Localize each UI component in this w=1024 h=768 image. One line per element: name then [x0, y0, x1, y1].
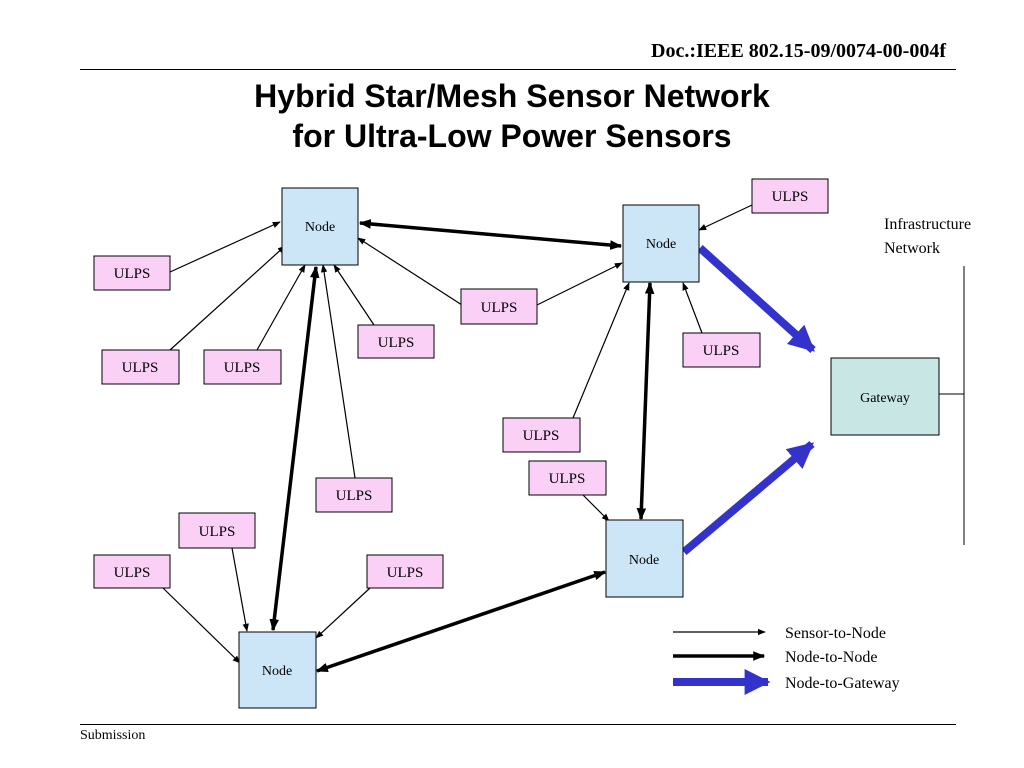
ulps-sensor: ULPS: [93, 255, 171, 291]
ulps-label: ULPS: [481, 300, 518, 316]
sensor-link: [536, 262, 623, 306]
title-line-1: Hybrid Star/Mesh Sensor Network: [254, 78, 770, 114]
ulps-sensor: ULPS: [751, 178, 829, 214]
node-top-left: Node: [281, 187, 359, 266]
gateway-link: [697, 245, 816, 353]
ulps-label: ULPS: [378, 335, 415, 351]
ulps-label: ULPS: [199, 524, 236, 540]
legend-node-to-gateway-label: Node-to-Gateway: [785, 675, 900, 692]
ulps-sensor: ULPS: [528, 460, 607, 496]
ulps-label: ULPS: [336, 488, 373, 504]
sensor-link: [572, 282, 630, 419]
sensor-link: [162, 587, 241, 664]
title-line-2: for Ultra-Low Power Sensors: [292, 118, 732, 154]
node-top-right: Node: [622, 204, 700, 283]
node-links: [269, 219, 655, 673]
ulps-label: ULPS: [523, 428, 560, 444]
sensor-link: [320, 264, 356, 479]
sensor-link: [357, 237, 463, 306]
legend-sensor-to-node-label: Sensor-to-Node: [785, 625, 886, 642]
ulps-label: ULPS: [114, 565, 151, 581]
gateway-links: [681, 245, 816, 556]
sensor-link: [169, 245, 286, 351]
infrastructure-label-line-2: Network: [884, 240, 940, 257]
ulps-label: ULPS: [703, 343, 740, 359]
sensor-link: [256, 264, 306, 351]
ulps-label: ULPS: [114, 266, 151, 282]
legend-node-to-node-label: Node-to-Node: [785, 649, 877, 666]
sensor-link: [682, 282, 703, 334]
ulps-sensor: ULPS: [502, 417, 581, 453]
header-divider: [80, 69, 956, 70]
ulps-label: ULPS: [387, 565, 424, 581]
sensor-link: [582, 494, 610, 522]
sensor-link: [169, 221, 281, 273]
footer-label: Submission: [80, 728, 146, 743]
node-link: [315, 570, 607, 673]
ulps-sensor: ULPS: [682, 332, 761, 368]
ulps-sensor: ULPS: [203, 349, 282, 385]
gateway: Gateway: [830, 357, 940, 436]
node-label: Node: [646, 237, 676, 252]
ulps-sensor: ULPS: [460, 288, 538, 325]
sensor-link: [231, 547, 249, 632]
node-link: [636, 281, 655, 521]
gateway-label: Gateway: [860, 391, 910, 406]
ulps-sensor: ULPS: [315, 477, 393, 513]
ulps-label: ULPS: [122, 360, 159, 376]
ulps-sensor: ULPS: [93, 554, 171, 589]
ulps-label: ULPS: [224, 360, 261, 376]
legend: Sensor-to-Node Node-to-Node Node-to-Gate…: [673, 625, 900, 695]
sensor-link: [698, 204, 753, 231]
node-label: Node: [262, 664, 292, 679]
sensor-link: [333, 264, 375, 326]
gateway-link: [681, 440, 815, 556]
node-bottom-left: Node: [238, 631, 317, 709]
sensor-link: [315, 587, 371, 639]
node-label: Node: [305, 220, 335, 235]
footer-divider: [80, 724, 956, 725]
node-label: Node: [629, 553, 659, 568]
ulps-sensor: ULPS: [357, 324, 435, 359]
ulps-label: ULPS: [772, 189, 809, 205]
slide-title: Hybrid Star/Mesh Sensor Network for Ultr…: [0, 76, 1024, 156]
document-id: Doc.:IEEE 802.15-09/0074-00-004f: [651, 40, 946, 62]
node-bottom-right: Node: [605, 519, 684, 598]
ulps-sensor: ULPS: [366, 554, 444, 589]
ulps-label: ULPS: [549, 471, 586, 487]
node-link: [269, 265, 320, 632]
infrastructure-label-line-1: Infrastructure: [884, 216, 971, 233]
ulps-sensors: ULPS ULPS ULPS ULPS ULPS ULPS ULPS ULPS …: [93, 178, 829, 589]
node-link: [358, 219, 623, 250]
ulps-sensor: ULPS: [178, 512, 256, 549]
ulps-sensor: ULPS: [101, 349, 180, 385]
